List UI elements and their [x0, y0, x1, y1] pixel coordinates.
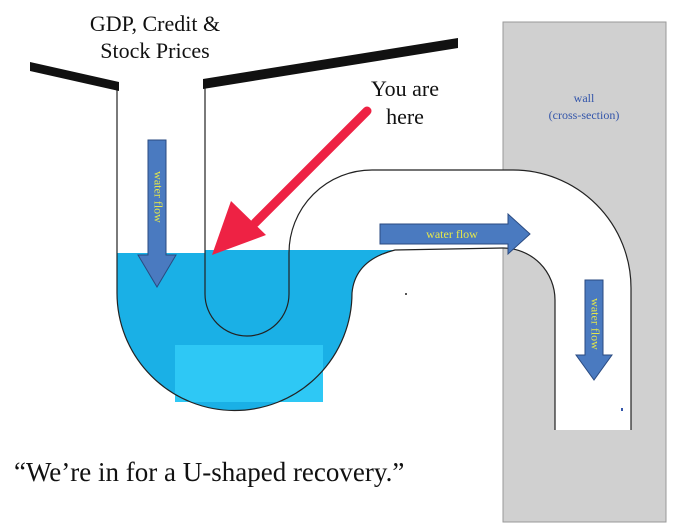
flow-label-down-right: water flow	[588, 298, 602, 350]
wall-label: wall	[574, 91, 595, 105]
heading-label: GDP, Credit & Stock Prices	[60, 10, 250, 64]
flow-arrow-horizontal	[379, 212, 531, 256]
heading-line-1: GDP, Credit &	[89, 11, 221, 36]
pointer-shaft	[250, 106, 372, 228]
pipe-inner-wall	[204, 82, 632, 430]
submerged-block	[175, 345, 323, 402]
marker-line-1: You are	[370, 76, 440, 101]
heading-line-2: Stock Prices	[100, 38, 210, 63]
pointer-head	[212, 201, 266, 255]
speck	[405, 293, 407, 295]
flow-arrow-down-right	[575, 279, 613, 381]
flow-label-horizontal: water flow	[426, 227, 478, 241]
wall-sublabel: (cross-section)	[549, 108, 620, 122]
you-are-here-label: You are here	[340, 75, 470, 131]
flow-arrow-down-left	[137, 139, 177, 288]
quote-caption: “We’re in for a U-shaped recovery.”	[14, 457, 405, 487]
speck	[621, 408, 623, 411]
pipe-outer-wall	[116, 82, 556, 430]
right-rim	[203, 38, 458, 89]
left-rim	[30, 62, 119, 91]
flow-label-down-left: water flow	[151, 171, 165, 223]
exit-pipe-interior	[289, 170, 631, 430]
pipe-outline	[116, 82, 632, 430]
marker-line-2: here	[386, 104, 424, 129]
